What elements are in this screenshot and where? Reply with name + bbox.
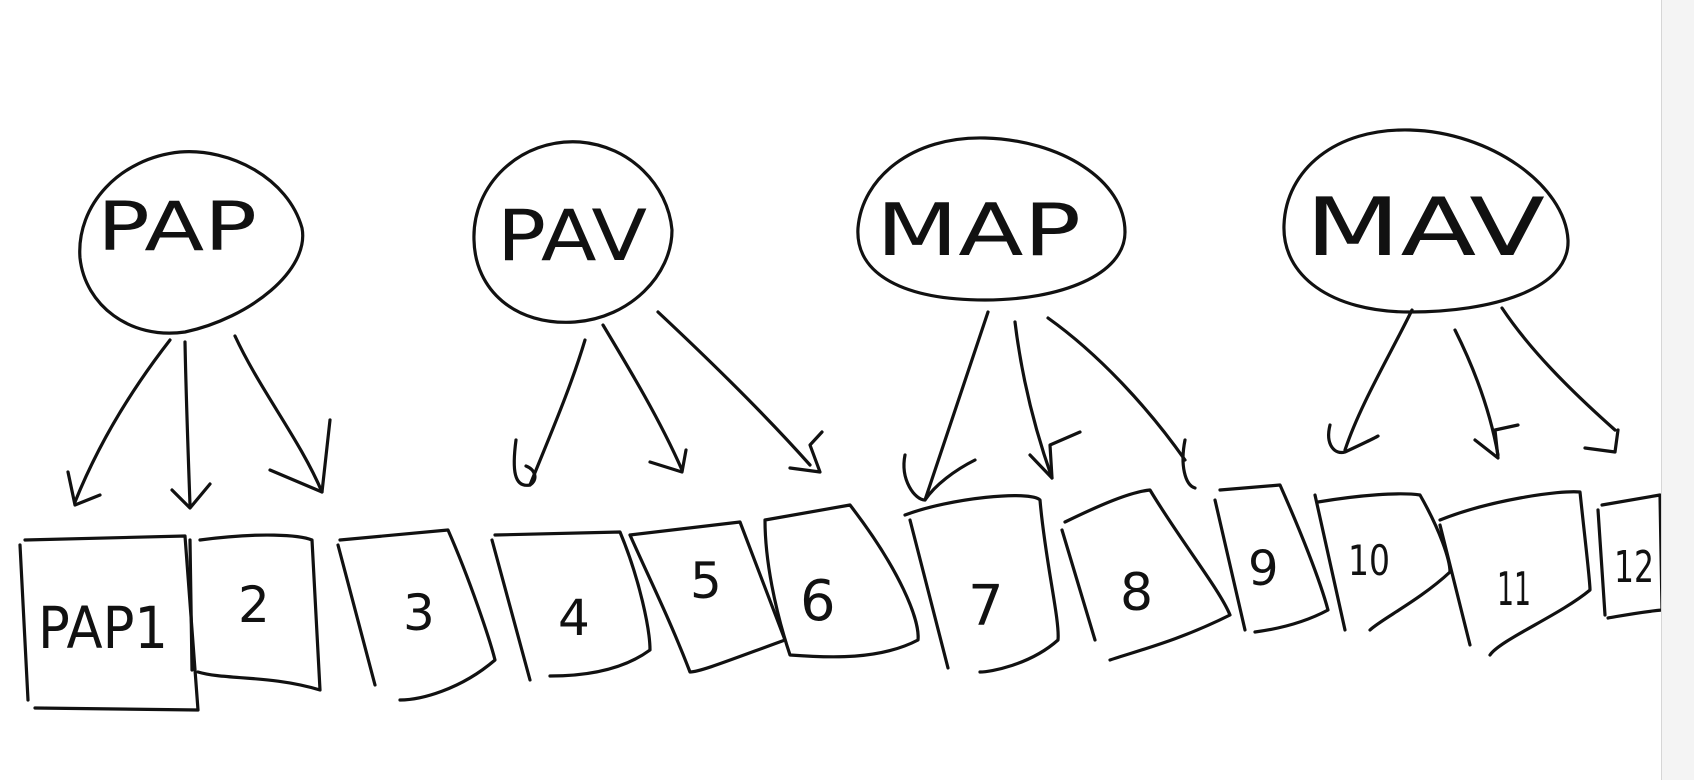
box-label: 11 xyxy=(1497,562,1531,616)
box-label: 9 xyxy=(1248,541,1279,597)
box-outline xyxy=(1060,488,1232,662)
box-label: 3 xyxy=(403,584,435,642)
frame-box: 8 xyxy=(1060,488,1232,662)
window-scrollbar-edge[interactable] xyxy=(1661,0,1694,780)
frame-box: PAP1 xyxy=(18,534,200,712)
frame-row: PAP1 2 3 4 5 6 7 8 xyxy=(18,483,1664,712)
frame-box: 2 xyxy=(188,533,322,692)
arrowhead xyxy=(1181,438,1197,490)
arrow xyxy=(923,310,990,502)
arrowhead xyxy=(512,438,537,487)
frame-box: 9 xyxy=(1213,483,1330,634)
arrowhead xyxy=(788,430,824,474)
box-label: 7 xyxy=(968,574,1004,639)
box-label: 8 xyxy=(1120,563,1153,623)
frame-box: 4 xyxy=(490,530,652,682)
arrowhead xyxy=(1327,423,1380,455)
box-outline xyxy=(763,503,920,659)
arrow xyxy=(1046,316,1187,462)
frame-box: 6 xyxy=(763,503,920,659)
arrow xyxy=(1013,320,1054,480)
box-outline xyxy=(490,530,652,682)
box-outline xyxy=(628,520,787,674)
frame-box: 12 xyxy=(1596,493,1664,620)
box-label: 5 xyxy=(690,552,722,610)
frame-box: 7 xyxy=(903,494,1060,674)
arrowhead xyxy=(902,453,977,502)
arrows-map xyxy=(902,310,1197,502)
ellipse-outline xyxy=(1282,128,1570,314)
box-outline xyxy=(1313,492,1452,632)
box-outline xyxy=(336,528,497,702)
arrows-mav xyxy=(1327,306,1620,460)
arrowhead xyxy=(170,482,212,510)
box-outline xyxy=(903,494,1060,674)
box-outline xyxy=(1438,490,1592,657)
ellipse-outline xyxy=(78,150,305,335)
group-label-pap: PAP xyxy=(97,188,257,267)
arrow xyxy=(233,334,324,494)
frame-box: 11 xyxy=(1438,490,1592,657)
group-node-pav: PAV xyxy=(472,140,674,324)
group-label-map: MAP xyxy=(876,188,1081,272)
arrowhead xyxy=(1473,423,1520,460)
box-label: 12 xyxy=(1614,542,1654,593)
arrowhead xyxy=(1028,430,1082,480)
box-label: 10 xyxy=(1348,536,1390,585)
arrow xyxy=(1343,308,1414,452)
arrow xyxy=(656,310,812,467)
group-node-mav: MAV xyxy=(1282,128,1570,314)
group-label-mav: MAV xyxy=(1305,181,1545,274)
box-label: 4 xyxy=(558,589,590,647)
arrow xyxy=(601,323,684,472)
box-label: 2 xyxy=(238,576,270,634)
frame-box: 10 xyxy=(1313,492,1452,632)
arrows-pap xyxy=(66,334,332,510)
arrowhead xyxy=(648,448,688,474)
arrows-pav xyxy=(512,310,824,487)
ellipse-outline xyxy=(472,140,674,324)
arrow xyxy=(528,338,587,487)
ellipse-outline xyxy=(856,136,1127,302)
box-label: PAP1 xyxy=(38,594,168,662)
frame-box: 5 xyxy=(628,520,787,674)
arrowhead xyxy=(268,418,332,494)
arrow xyxy=(1500,306,1617,432)
arrow xyxy=(73,338,172,504)
group-node-map: MAP xyxy=(856,136,1127,302)
box-outline xyxy=(188,533,322,692)
arrowhead xyxy=(1583,428,1620,454)
group-label-pav: PAV xyxy=(497,195,647,277)
arrow xyxy=(1453,328,1500,457)
arrowhead xyxy=(66,470,102,507)
box-label: 6 xyxy=(800,569,836,634)
box-outline xyxy=(1213,483,1330,634)
frame-box: 3 xyxy=(336,528,497,702)
group-node-pap: PAP xyxy=(78,150,305,335)
arrow xyxy=(183,340,192,507)
